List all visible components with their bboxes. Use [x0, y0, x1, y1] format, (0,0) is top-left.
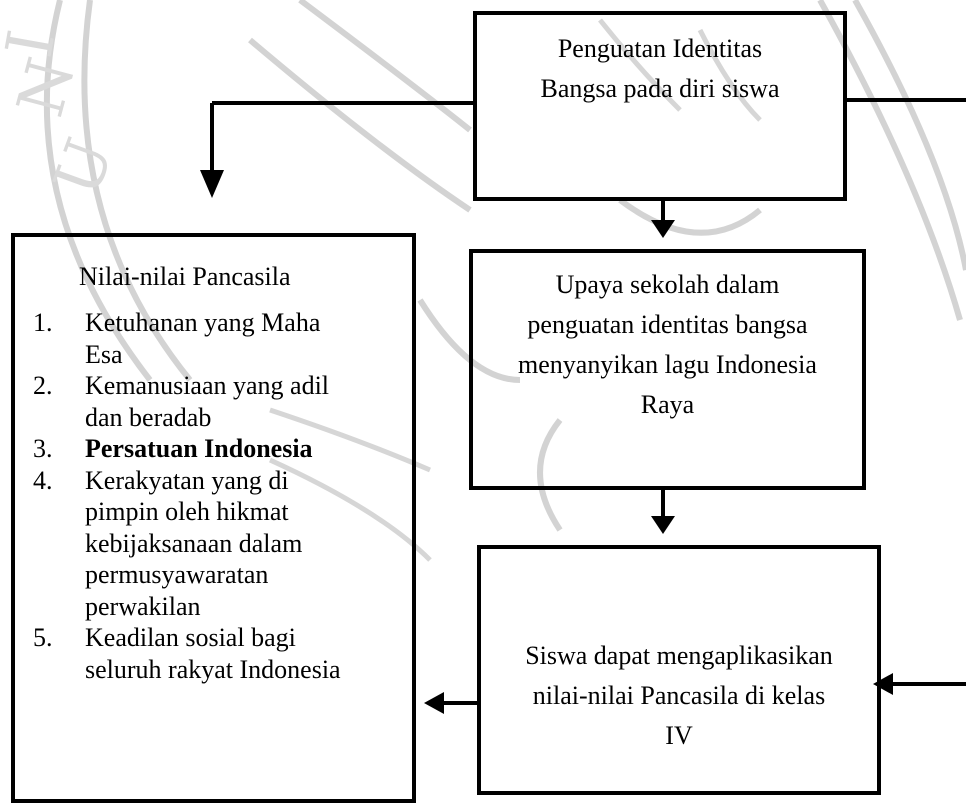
pancasila-item: 5. Keadilan sosial bagi seluruh rakyat I… — [33, 623, 341, 684]
pancasila-title: Nilai-nilai Pancasila — [79, 262, 291, 291]
arrowhead-down-student — [651, 516, 675, 534]
pancasila-box: Nilai-nilai Pancasila 1. Ketuhanan yang … — [11, 233, 416, 803]
identity-line: Penguatan Identitas — [557, 34, 763, 63]
arrowhead-down-school — [651, 220, 675, 238]
pancasila-list: 1. Ketuhanan yang Maha Esa 2. Kemanusiaa… — [15, 307, 412, 685]
student-outcome-line: Siswa dapat mengaplikasikan — [525, 641, 833, 670]
student-outcome-box: Siswa dapat mengaplikasikan nilai-nilai … — [477, 545, 881, 795]
student-outcome-line: IV — [665, 721, 693, 750]
watermark-seal: U N I V — [0, 0, 966, 562]
pancasila-item: 2. Kemanusiaan yang adil dan beradab — [33, 371, 330, 432]
student-outcome-line: nilai-nilai Pancasila di kelas — [532, 681, 826, 710]
arrowhead-left-student — [873, 673, 893, 695]
identity-box: Penguatan Identitas Bangsa pada diri sis… — [473, 11, 847, 201]
school-effort-line: Upaya sekolah dalam — [555, 270, 780, 299]
identity-line: Bangsa pada diri siswa — [540, 74, 780, 103]
school-effort-box: Upaya sekolah dalam penguatan identitas … — [469, 249, 866, 490]
school-effort-line: penguatan identitas bangsa — [527, 310, 808, 339]
arrowhead-left-pancasila — [424, 692, 444, 714]
pancasila-item: 3. Persatuan Indonesia — [33, 434, 313, 463]
school-effort-line: menyanyikan lagu Indonesia — [518, 350, 817, 379]
pancasila-item: 1. Ketuhanan yang Maha Esa — [33, 308, 321, 369]
arrowhead-down-left — [200, 170, 224, 198]
school-effort-line: Raya — [640, 390, 695, 419]
connector-layer — [200, 98, 966, 714]
pancasila-item: 4. Kerakyatan yang di pimpin oleh hikmat… — [33, 465, 303, 621]
